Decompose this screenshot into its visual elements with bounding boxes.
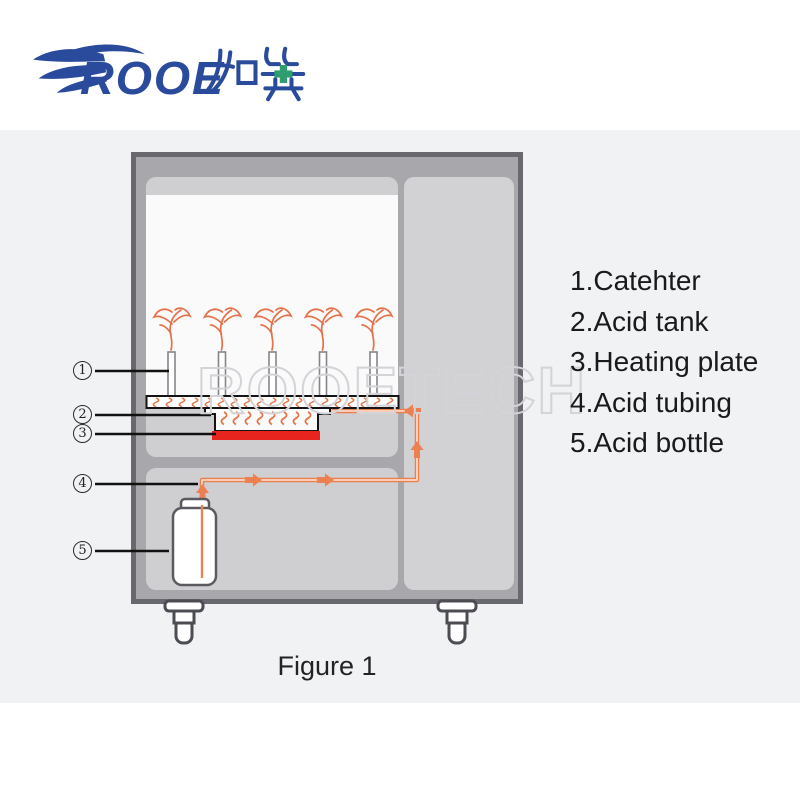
medical-cross-icon (274, 65, 293, 83)
heating-plate (212, 431, 320, 440)
catheter-2 (217, 351, 227, 398)
callout-2: 2 (73, 405, 92, 424)
legend: 1.Catehter 2.Acid tank 3.Heating plate 4… (570, 261, 758, 464)
brand-text: ROOE (80, 52, 225, 104)
catheter-5 (369, 351, 378, 398)
legend-item-heating-plate: 3.Heating plate (570, 346, 759, 377)
callout-4-number: 4 (78, 476, 87, 491)
legend-item-acid-tubing: 4.Acid tubing (570, 386, 732, 418)
legend-item-catheter: 1.Catehter (570, 265, 701, 296)
callout-5-number: 5 (78, 543, 87, 558)
catheter-3 (268, 351, 277, 398)
legend-item-acid-tank: 2.Acid tank (570, 305, 709, 337)
acid-bottle (171, 497, 218, 587)
right-panel (404, 177, 514, 590)
caster-right (436, 599, 478, 645)
callout-1: 1 (73, 361, 92, 380)
caster-left (163, 599, 205, 645)
callout-3-number: 3 (78, 426, 87, 441)
brand-logo: ROOE 如翼 (33, 44, 306, 104)
catheter-4 (318, 351, 328, 398)
figure-caption: Figure 1 (277, 651, 377, 681)
catheter-1 (167, 351, 176, 398)
callout-2-number: 2 (78, 407, 87, 422)
acid-tank-tray (145, 395, 400, 409)
legend-item-acid-bottle: 5.Acid bottle (570, 427, 725, 458)
callout-3: 3 (73, 424, 92, 443)
callout-5: 5 (73, 541, 92, 560)
pointer-lines (95, 369, 216, 553)
brand-text-cn: 如翼 (205, 46, 306, 102)
callout-4: 4 (73, 474, 92, 493)
acid-tank (204, 407, 331, 432)
callout-1-number: 1 (78, 363, 87, 378)
wing-icon (33, 44, 145, 93)
